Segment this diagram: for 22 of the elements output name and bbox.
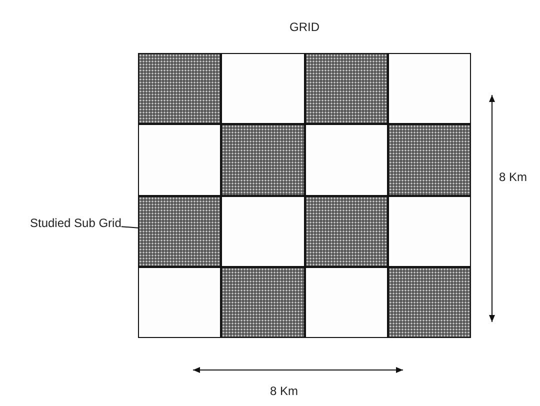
grid-cell xyxy=(221,196,304,267)
grid-map xyxy=(138,20,471,338)
shaded-grid-cell xyxy=(304,53,388,124)
shaded-grid-cell xyxy=(221,124,304,196)
grid-cell xyxy=(138,266,222,338)
shaded-grid-cell xyxy=(388,266,471,338)
callout-label: Studied Sub Grid xyxy=(30,215,122,231)
grid-cell xyxy=(304,266,388,338)
shaded-grid-cell xyxy=(221,266,304,338)
grid-title: GRID xyxy=(288,20,320,34)
grid-cell xyxy=(138,124,222,196)
dimension-label: 8 Km xyxy=(270,384,298,398)
dimension-label: 8 Km xyxy=(499,170,528,184)
grid-cell xyxy=(388,53,471,124)
shaded-grid-cell xyxy=(138,196,222,267)
grid-cell xyxy=(388,196,471,267)
grid-cell xyxy=(221,53,304,124)
shaded-grid-cell xyxy=(138,53,222,124)
shaded-grid-cell xyxy=(304,196,388,267)
leader-line xyxy=(120,226,138,228)
shaded-grid-cell xyxy=(388,124,471,196)
grid-cell xyxy=(304,124,388,196)
